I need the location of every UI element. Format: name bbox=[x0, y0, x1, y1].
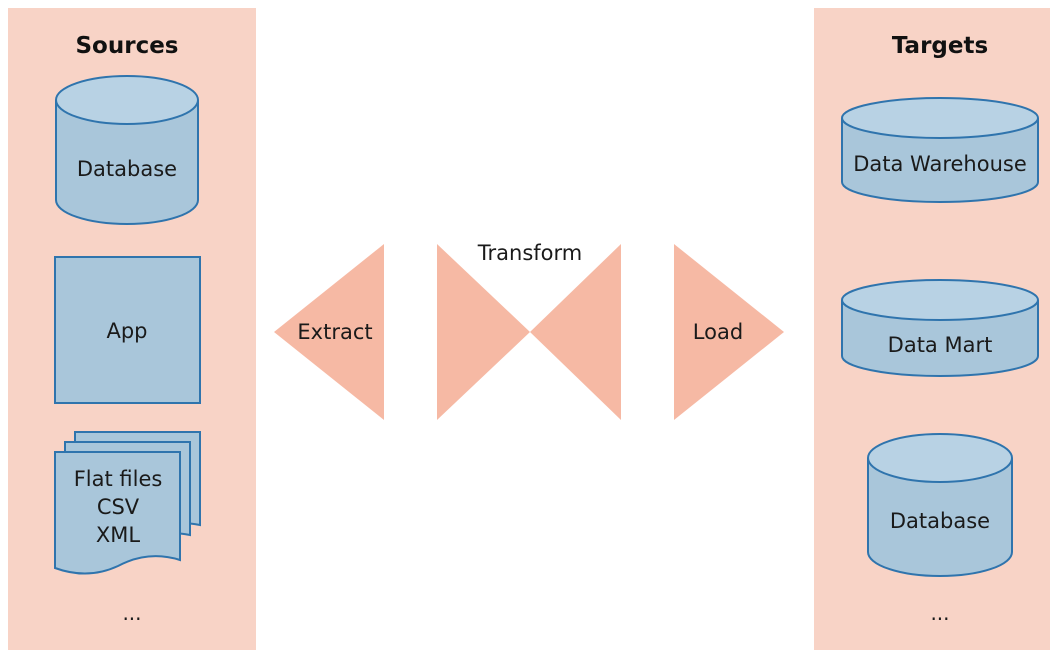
target-database-label: Database bbox=[890, 509, 990, 533]
extract-label: Extract bbox=[297, 320, 372, 344]
source-database-label: Database bbox=[77, 157, 177, 181]
target-database: Database bbox=[867, 433, 1013, 577]
target-data-mart: Data Mart bbox=[841, 279, 1039, 377]
data-warehouse-label: Data Warehouse bbox=[853, 152, 1027, 176]
source-app: App bbox=[54, 256, 201, 404]
transform-label: Transform bbox=[477, 241, 582, 265]
targets-title: Targets bbox=[892, 33, 988, 59]
flat-files-line-3: XML bbox=[96, 523, 141, 547]
extract-arrow: Extract bbox=[274, 244, 384, 420]
targets-ellipsis: ... bbox=[930, 601, 949, 625]
source-app-label: App bbox=[106, 319, 147, 343]
transform-bowtie: Transform bbox=[437, 241, 621, 420]
load-arrow: Load bbox=[674, 244, 784, 420]
target-data-warehouse: Data Warehouse bbox=[841, 97, 1039, 203]
source-flat-files: Flat files CSV XML bbox=[54, 431, 201, 575]
load-label: Load bbox=[693, 320, 743, 344]
flat-files-line-1: Flat files bbox=[74, 467, 163, 491]
sources-ellipsis: ... bbox=[122, 601, 141, 625]
flat-files-line-2: CSV bbox=[97, 495, 140, 519]
data-mart-label: Data Mart bbox=[888, 333, 993, 357]
source-database: Database bbox=[55, 75, 199, 225]
sources-title: Sources bbox=[75, 33, 178, 59]
